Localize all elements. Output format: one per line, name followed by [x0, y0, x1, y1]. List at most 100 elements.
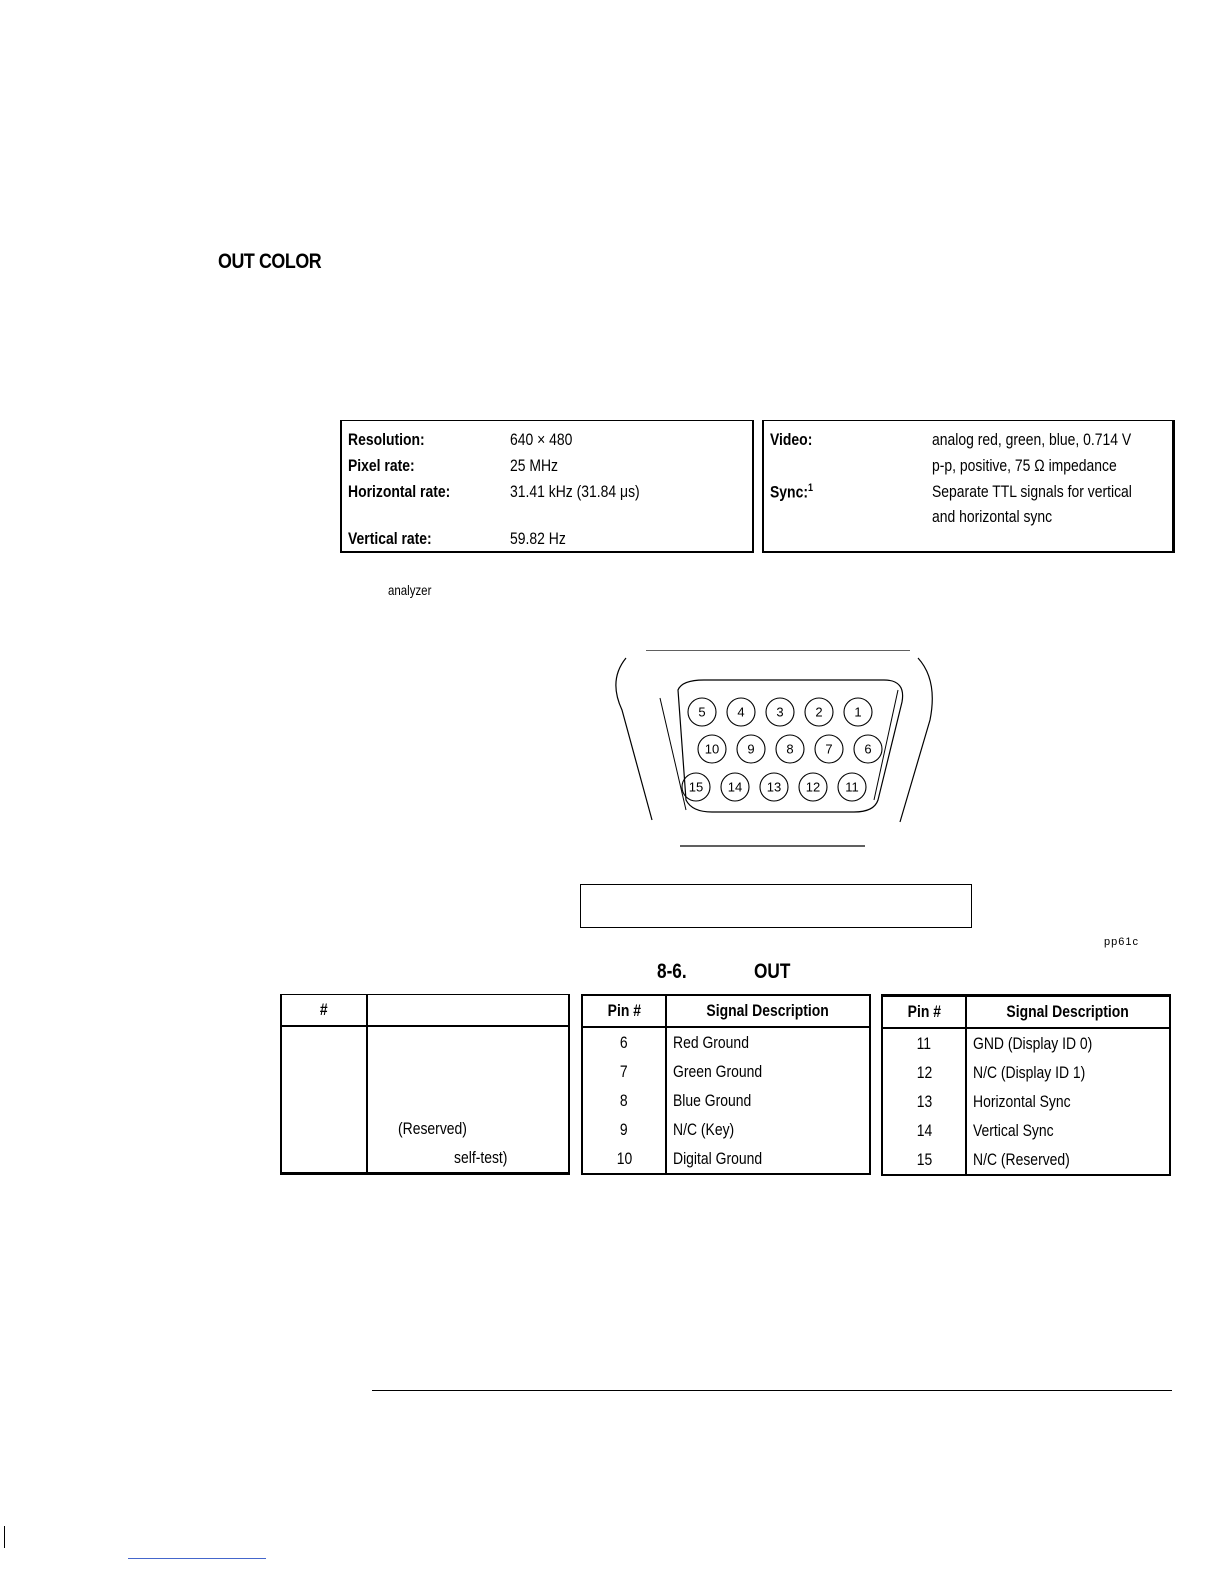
pin-11-label: 11 [845, 780, 859, 795]
bottom-rule [128, 1558, 266, 1559]
spec-value-sync-line2: and horizontal sync [932, 507, 1053, 526]
col-header-description: Signal Description [966, 995, 1170, 1029]
pin-1-circle [843, 697, 873, 727]
desc-cell: Blue Ground [673, 1090, 752, 1110]
pin-5-circle [687, 697, 717, 727]
table-row: 6 Red Ground [582, 1027, 870, 1057]
pin-cell: 9 [582, 1115, 667, 1144]
desc-cell [367, 1056, 569, 1085]
pin-cell [281, 1026, 368, 1056]
table-row: 15 N/C (Reserved) [882, 1145, 1170, 1175]
col-header-pin: Pin # [882, 995, 967, 1029]
pin-1-label: 1 [854, 705, 861, 720]
pin-10-circle [697, 734, 727, 764]
pin-8-circle [775, 734, 805, 764]
desc-cell: N/C (Key) [673, 1119, 735, 1139]
pin-9-label: 9 [747, 742, 754, 757]
spec-label-resolution: Resolution: [348, 430, 425, 449]
desc-cell: Green Ground [673, 1061, 763, 1081]
figure-code: pp61c [1104, 936, 1139, 948]
pin-7-circle [814, 734, 844, 764]
pin-15-label: 15 [689, 780, 703, 795]
table-row: 13 Horizontal Sync [882, 1087, 1170, 1116]
section-heading: OUT COLOR [218, 250, 322, 273]
spec-value-sync-line1: Separate TTL signals for vertical [932, 482, 1132, 501]
pin-6-circle [853, 734, 883, 764]
table-row: self-test) [281, 1143, 569, 1174]
pin-cell: 14 [882, 1116, 967, 1145]
pin-7-label: 7 [825, 742, 832, 757]
table-header-row: # [281, 994, 569, 1027]
pin-3-circle [765, 697, 795, 727]
desc-cell [367, 1085, 569, 1114]
spec-label-vertical-rate: Vertical rate: [348, 529, 432, 548]
table-row [281, 1085, 569, 1114]
desc-cell: (Reserved) [398, 1118, 467, 1138]
table-header-row: Pin # Signal Description [882, 995, 1170, 1029]
pin-cell: 11 [882, 1028, 967, 1058]
pin-9-circle [736, 734, 766, 764]
desc-cell [367, 1026, 569, 1056]
col-header-pin: # [281, 994, 368, 1027]
pin-15-circle [681, 772, 711, 802]
figure-number: 8-6. [657, 960, 687, 983]
pin-3-label: 3 [776, 705, 783, 720]
display-spec-box: Resolution: 640 × 480 Pixel rate: 25 MHz… [340, 420, 754, 553]
desc-cell: Horizontal Sync [973, 1091, 1071, 1111]
pin-cell [281, 1056, 368, 1085]
spec-value-vertical-rate: 59.82 Hz [510, 529, 566, 548]
pin-cell: 10 [582, 1144, 667, 1174]
table-row [281, 1056, 569, 1085]
spec-label-horizontal-rate: Horizontal rate: [348, 482, 451, 501]
table-row: 8 Blue Ground [582, 1086, 870, 1115]
pin-10-label: 10 [705, 742, 719, 757]
pin-5-label: 5 [698, 705, 705, 720]
col-header-description: Signal Description [666, 995, 870, 1028]
spec-value-video-line2: p-p, positive, 75 Ω impedance [932, 456, 1117, 475]
pin-row-1: 5 4 3 2 1 [687, 697, 873, 727]
pin-13-label: 13 [767, 780, 781, 795]
table-row: (Reserved) [281, 1114, 569, 1143]
table-header-row: Pin # Signal Description [582, 995, 870, 1028]
spec-value-pixel-rate: 25 MHz [510, 456, 559, 475]
sync-label-text: Sync: [770, 482, 808, 502]
desc-cell: Digital Ground [673, 1148, 763, 1168]
pin-2-label: 2 [815, 705, 822, 720]
pin-cell [281, 1143, 368, 1174]
pin-table-1-5: # (Reserved) self-test) [280, 994, 570, 1175]
note-text: analyzer [388, 582, 432, 598]
pin-cell: 6 [582, 1027, 667, 1057]
desc-cell: Vertical Sync [973, 1120, 1054, 1140]
table-row: 9 N/C (Key) [582, 1115, 870, 1144]
figure-caption-box [580, 884, 972, 928]
desc-cell: GND (Display ID 0) [973, 1033, 1093, 1053]
table-row: 11 GND (Display ID 0) [882, 1028, 1170, 1058]
pin-table-11-15: Pin # Signal Description 11 GND (Display … [881, 994, 1171, 1176]
margin-mark [4, 1526, 5, 1548]
pin-cell: 8 [582, 1086, 667, 1115]
pin-cell: 12 [882, 1058, 967, 1087]
spec-value-video-line1: analog red, green, blue, 0.714 V [932, 430, 1132, 449]
desc-cell: N/C (Reserved) [973, 1149, 1070, 1169]
spec-label-sync: Sync:1 [770, 482, 813, 503]
footnote-marker: 1 [807, 482, 813, 494]
spec-value-resolution: 640 × 480 [510, 430, 573, 449]
pin-cell [281, 1085, 368, 1114]
col-header-description [367, 994, 569, 1027]
pin-cell [281, 1114, 368, 1143]
pin-cell: 13 [882, 1087, 967, 1116]
spec-value-horizontal-rate: 31.41 kHz (31.84 μs) [510, 482, 640, 501]
desc-cell: Red Ground [673, 1032, 749, 1052]
pin-11-circle [837, 772, 867, 802]
pin-6-label: 6 [864, 742, 871, 757]
pin-12-label: 12 [806, 780, 820, 795]
pin-4-label: 4 [737, 705, 744, 720]
col-header-pin: Pin # [582, 995, 667, 1028]
pin-cell: 15 [882, 1145, 967, 1175]
desc-cell: self-test) [454, 1147, 508, 1167]
